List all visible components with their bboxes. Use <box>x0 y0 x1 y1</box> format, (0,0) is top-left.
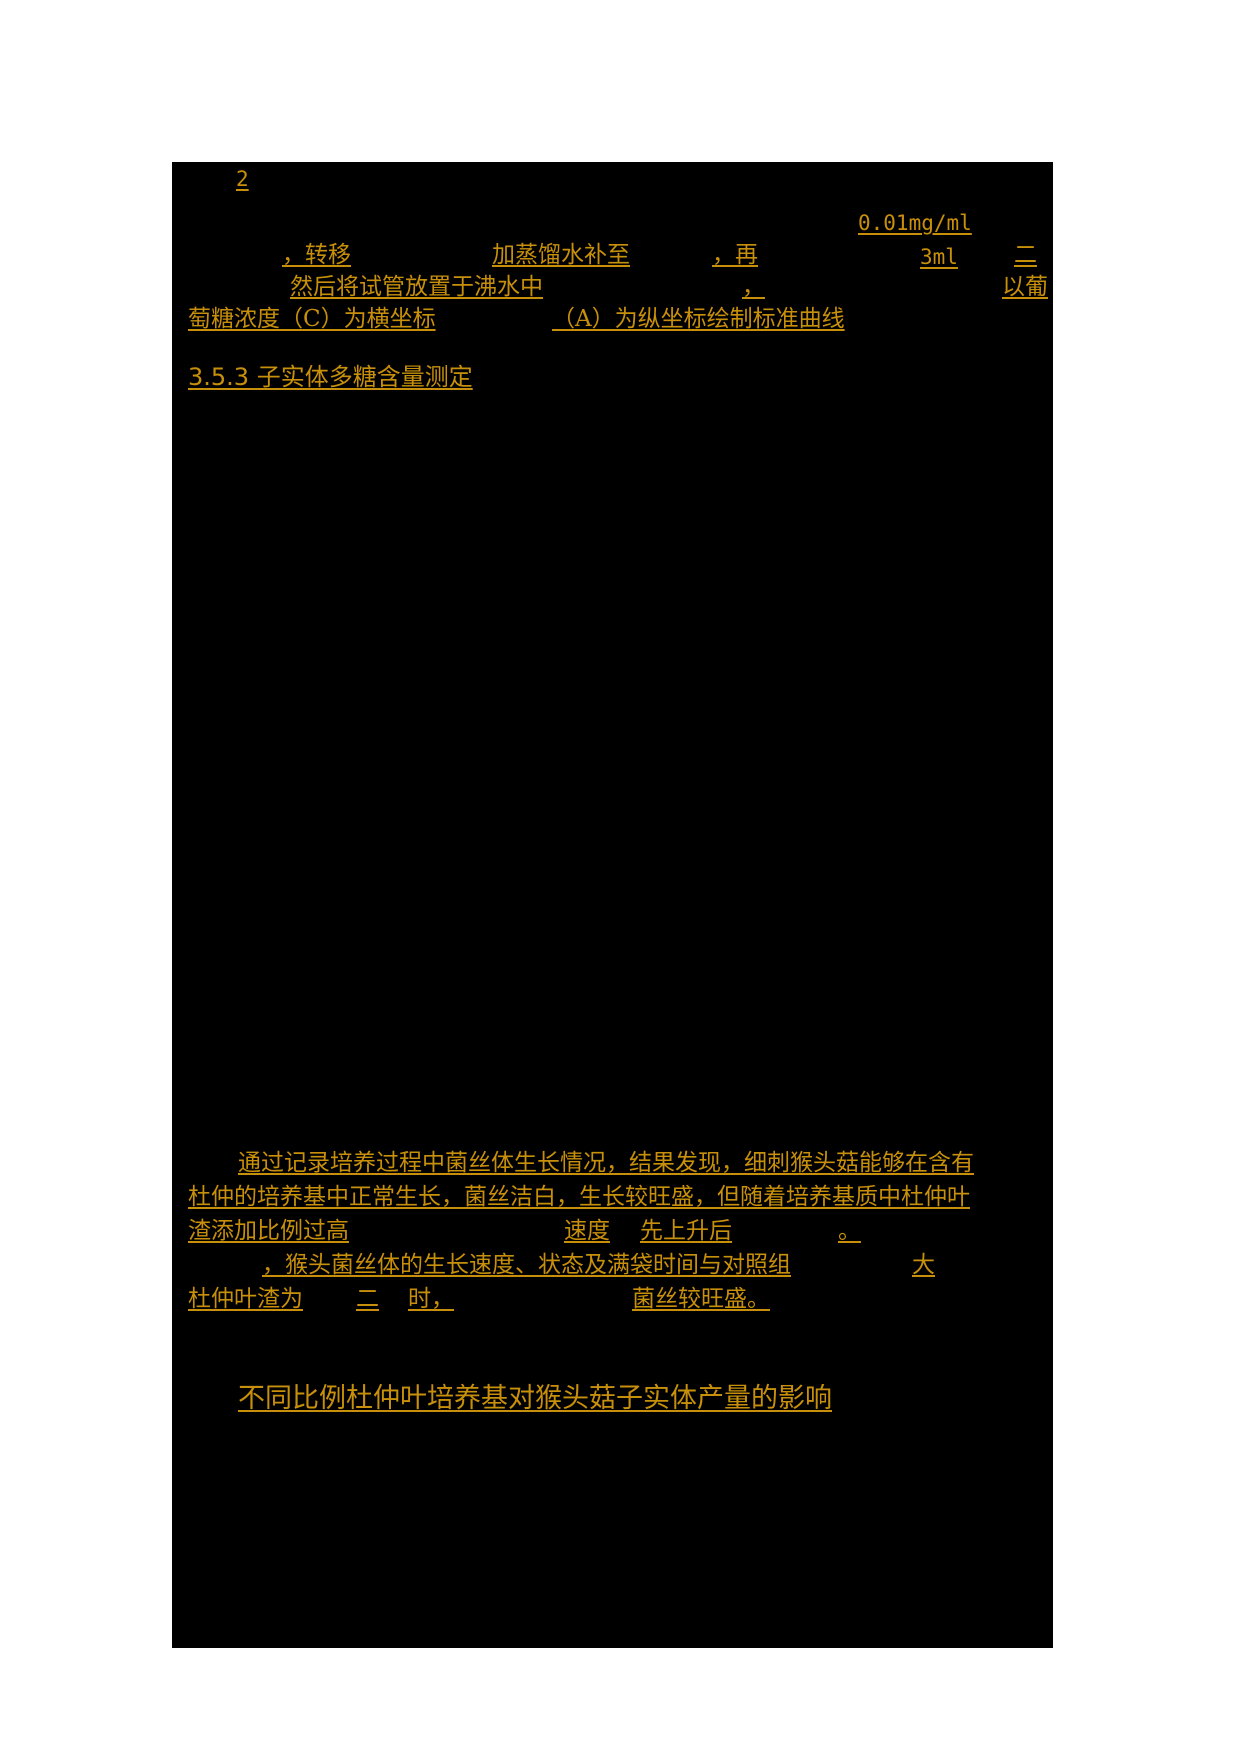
results-line-4a: ，猴头菌丝体的生长速度、状态及满袋时间与对照组 <box>262 1252 791 1278</box>
volume-value: 3ml <box>920 245 958 269</box>
section-marker: 2 <box>236 167 249 191</box>
results-line-3a: 渣添加比例过高 <box>188 1218 349 1244</box>
text-y-axis: （A）为纵坐标绘制标准曲线 <box>552 306 845 332</box>
results-line-4b: 大 <box>912 1252 935 1278</box>
text-x-axis: 萄糖浓度（C）为横坐标 <box>188 306 436 332</box>
text-comma: ， <box>742 274 765 300</box>
results-line-5d: 菌丝较旺盛。 <box>632 1286 770 1312</box>
results-line-5c: 时， <box>408 1286 454 1312</box>
results-line-2: 杜仲的培养基中正常生长，菌丝洁白，生长较旺盛，但随着培养基质中杜仲叶 <box>188 1184 970 1210</box>
results-line-5a: 杜仲叶渣为 <box>188 1286 303 1312</box>
text-boil: 然后将试管放置于沸水中 <box>290 274 543 300</box>
text-add-water: 加蒸馏水补至 <box>492 242 630 268</box>
results-line-3c: 先上升后 <box>640 1218 732 1244</box>
concentration-value: 0.01mg/ml <box>858 211 972 235</box>
results-line-3d: 。 <box>838 1218 861 1244</box>
section-heading: 3.5.3 子实体多糖含量测定 <box>188 363 473 391</box>
results-line-1: 通过记录培养过程中菌丝体生长情况，结果发现，细刺猴头菇能够在含有 <box>238 1150 974 1176</box>
results-line-3b: 速度 <box>564 1218 610 1244</box>
document-page-panel <box>172 162 1053 1648</box>
text-transfer: ，转移 <box>282 242 351 268</box>
text-glucose-start: 以葡 <box>1002 274 1048 300</box>
text-two: 二 <box>1014 242 1037 268</box>
results-line-5b: 二 <box>356 1286 379 1312</box>
text-again: ，再 <box>712 242 758 268</box>
table-title: 不同比例杜仲叶培养基对猴头菇子实体产量的影响 <box>238 1383 832 1414</box>
